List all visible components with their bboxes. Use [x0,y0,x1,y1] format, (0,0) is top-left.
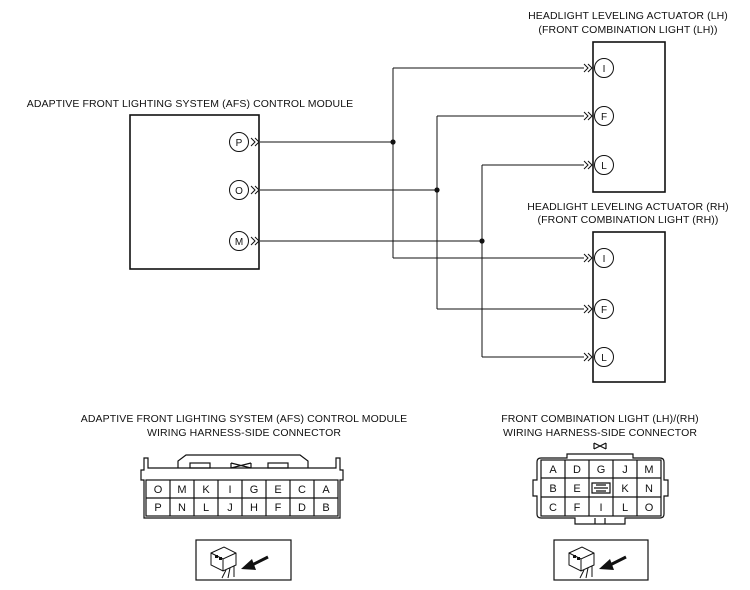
fcl-cell: D [573,464,581,476]
junction-dot [434,187,440,193]
actuator-terminal-chevrons [583,63,593,362]
afs-control-module-box [129,114,260,270]
afs-connector-bottom-row: P N L J H F D B [154,502,329,514]
fcl-cell: C [549,502,557,514]
lh-pin-l-label: L [601,161,607,172]
rh-pin-f-label: F [601,305,607,316]
afs-harness-connector [140,454,344,519]
fcl-connector-row3: C F I L O [549,502,654,514]
afs-cell: I [228,484,231,496]
fcl-connector-grid [540,459,662,517]
fcl-cell: M [644,464,653,476]
afs-cell: P [154,502,161,514]
fcl-connector-title-line1: FRONT COMBINATION LIGHT (LH)/(RH) [501,413,699,425]
junction-dot [390,139,396,145]
fcl-cell: B [549,483,556,495]
afs-connector-view-icon [195,539,292,581]
fcl-connector-row1: A D G J M [549,464,653,476]
rh-pin-l-circle [594,347,614,367]
fcl-cell: L [622,502,628,514]
afs-cell: L [203,502,209,514]
afs-cell: O [154,484,163,496]
lh-pin-f-label: F [601,112,607,123]
junction-dot [479,238,485,244]
afs-pin-o-label: O [235,186,243,197]
fcl-connector-title-line2: WIRING HARNESS-SIDE CONNECTOR [503,427,697,439]
afs-cell: C [298,484,306,496]
afs-pin-p-circle [229,132,249,152]
rh-pin-i-circle [594,248,614,268]
afs-module-title: ADAPTIVE FRONT LIGHTING SYSTEM (AFS) CON… [27,98,354,110]
afs-cell: D [298,502,306,514]
actuator-rh-title-line1: HEADLIGHT LEVELING ACTUATOR (RH) [527,201,729,213]
afs-connector-top-row: O M K I G E C A [154,484,331,496]
fcl-cell: E [573,483,580,495]
lh-pin-i-circle [594,58,614,78]
afs-cell: B [322,502,329,514]
afs-terminal-chevrons [250,137,260,246]
rh-pin-f-circle [594,299,614,319]
afs-pin-m-circle [229,231,249,251]
fcl-cell: A [549,464,557,476]
actuator-lh-title-line2: (FRONT COMBINATION LIGHT (LH)) [538,24,717,36]
fcl-harness-connector [532,442,669,525]
actuator-lh-title-line1: HEADLIGHT LEVELING ACTUATOR (LH) [528,10,728,22]
rh-pin-l-label: L [601,353,607,364]
fcl-cell: K [621,483,629,495]
fcl-connector-outline [532,453,669,525]
afs-cell: E [274,484,281,496]
actuator-rh-title-line2: (FRONT COMBINATION LIGHT (RH)) [538,214,719,226]
afs-cell: F [275,502,282,514]
afs-cell: N [178,502,186,514]
afs-pin-o-circle [229,180,249,200]
afs-cell: M [177,484,186,496]
afs-latch-slot-left [189,462,211,469]
fcl-cell: I [599,502,602,514]
wires [260,67,584,358]
fcl-latch-mark-icon [593,442,607,450]
afs-connector-title-line2: WIRING HARNESS-SIDE CONNECTOR [147,427,341,439]
actuator-lh-box [592,41,666,193]
afs-connector-latch [177,454,309,468]
lh-pin-i-label: I [603,64,606,75]
rh-pin-i-label: I [603,254,606,265]
fcl-cell: G [597,464,606,476]
afs-cell: J [227,502,233,514]
fcl-cell: O [645,502,654,514]
lh-pin-f-circle [594,106,614,126]
afs-pin-m-label: M [235,237,243,248]
afs-latch-slot-right [267,462,289,469]
afs-cell: K [202,484,210,496]
fcl-connector-view-icon [553,539,649,581]
afs-cell: H [250,502,258,514]
afs-cell: A [322,484,330,496]
fcl-empty-cavity-icon [591,482,611,494]
fcl-cell: J [622,464,628,476]
fcl-connector-row2: B E K N [549,483,653,495]
fcl-cell: N [645,483,653,495]
lh-pin-l-circle [594,155,614,175]
actuator-rh-box [592,231,666,383]
afs-connector-title-line1: ADAPTIVE FRONT LIGHTING SYSTEM (AFS) CON… [81,413,408,425]
fcl-cell: F [574,502,581,514]
afs-latch-mark-icon [230,462,252,469]
afs-pin-p-label: P [236,138,243,149]
afs-cell: G [250,484,259,496]
